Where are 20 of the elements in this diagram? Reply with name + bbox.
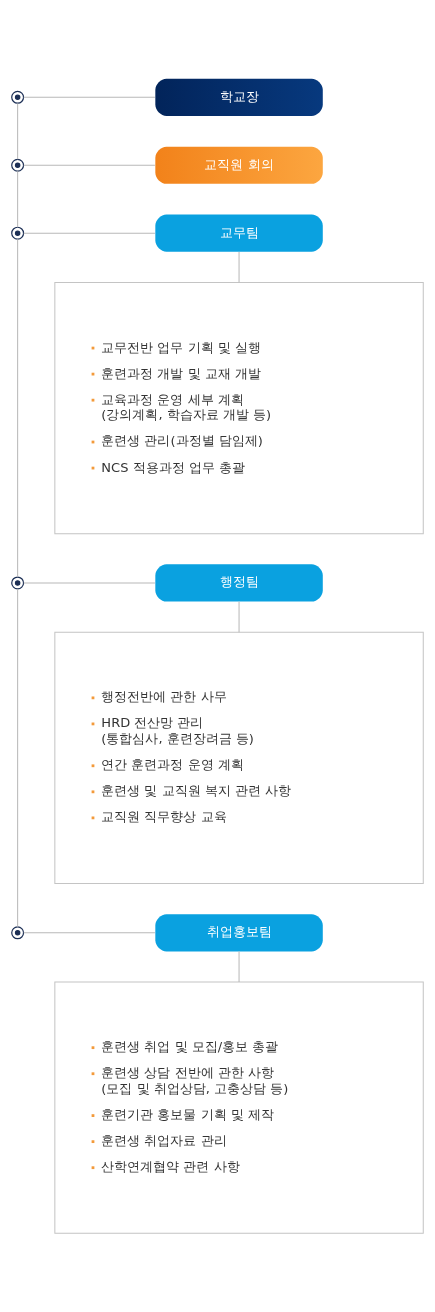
node-box: 교무팀 [155, 214, 323, 252]
connector [17, 170, 19, 228]
node-box: 교무전반 업무 기획 및 실행 훈련과정 개발 및 교재 개발 교육과정 운영 세부 계획 (강의계획, 학습자료 개발 등) 훈련생 관리(과정별 담임제) NCS 적용과정 업무 총괄 [54, 281, 424, 535]
connector [238, 601, 240, 633]
connector [238, 951, 240, 983]
connector [23, 232, 156, 234]
connector [23, 932, 156, 934]
node-box: 학교장 [155, 78, 323, 116]
connector [23, 164, 156, 166]
node-box: 취업홍보팀 [155, 914, 323, 952]
node-box: 행정전반에 관한 사무 HRD 전산망 관리 (통합심사, 훈련장려금 등) 연간 훈련과정 운영 계획 훈련생 및 교직원 복지 관련 사항 교직원 직무향상 교육 [54, 631, 424, 884]
connector [23, 582, 156, 584]
connector [238, 251, 240, 283]
connector [23, 96, 156, 98]
connector [17, 588, 19, 928]
node-box: 교직원 회의 [155, 146, 323, 184]
connector [17, 238, 19, 578]
connector [17, 102, 19, 160]
node-box: 행정팀 [155, 564, 323, 602]
node-box: 훈련생 취업 및 모집/홍보 총괄 훈련생 상담 전반에 관한 사항 (모집 및 취업상담, 고충상담 등) 훈련기관 홍보물 기획 및 제작 훈련생 취업자료 관리 산학연계협약 관련 사항 [54, 981, 424, 1234]
